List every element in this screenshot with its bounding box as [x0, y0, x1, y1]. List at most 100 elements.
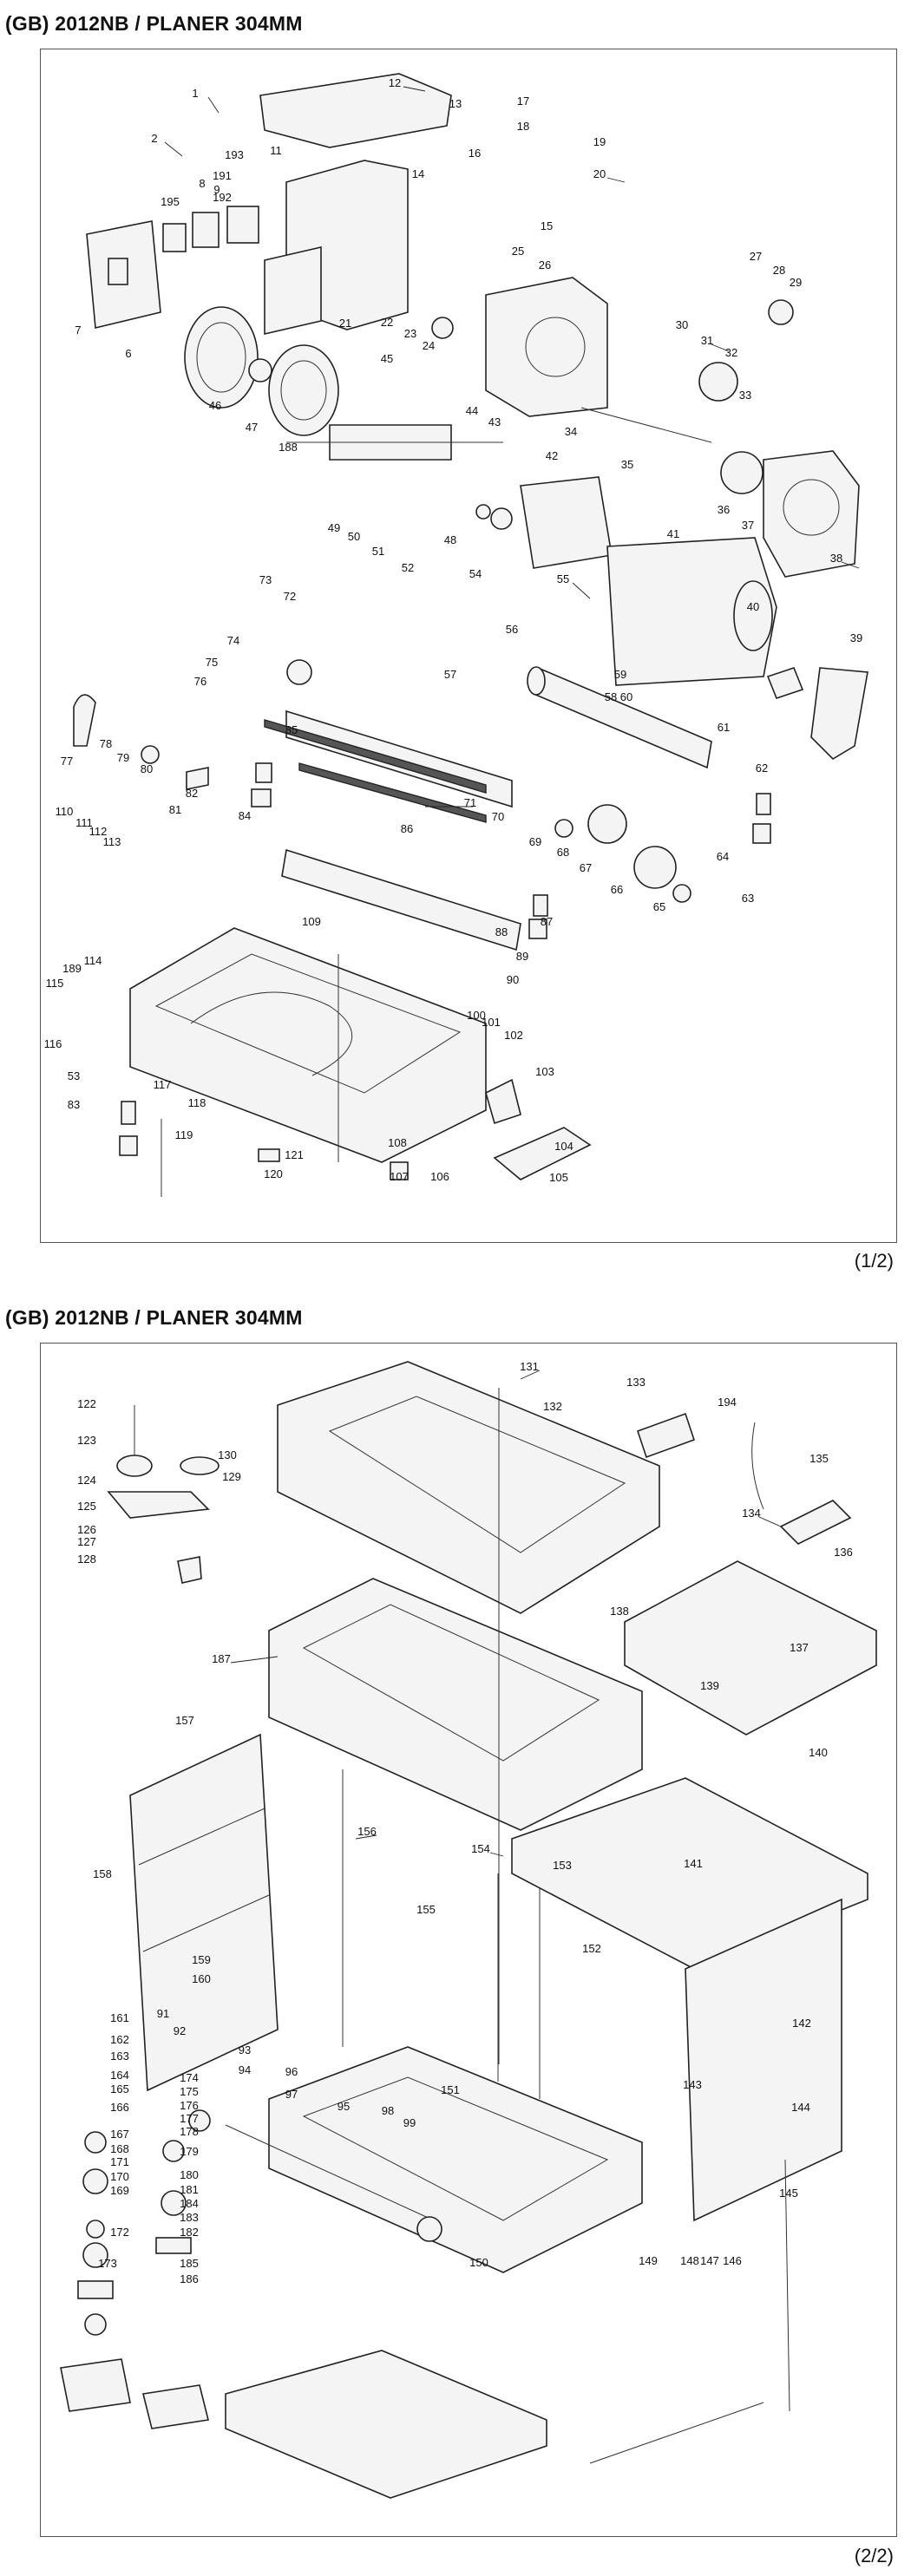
part-callout: 35 — [621, 458, 633, 471]
part-callout: 1 — [192, 87, 198, 100]
part-callout: 17 — [517, 95, 529, 108]
part-callout: 14 — [412, 167, 424, 180]
part-callout: 25 — [512, 245, 524, 258]
part-callout: 172 — [110, 2226, 129, 2239]
part-callout: 136 — [834, 1546, 853, 1559]
part-callout: 166 — [110, 2101, 129, 2114]
part-callout: 76 — [194, 675, 206, 688]
part-callout: 89 — [516, 950, 528, 963]
base-frame — [129, 927, 487, 1163]
part-callout: 103 — [535, 1065, 554, 1078]
part-callout: 34 — [565, 425, 577, 438]
part-callout: 61 — [718, 721, 730, 734]
part-callout: 64 — [717, 850, 729, 863]
part-callout: 78 — [100, 737, 112, 750]
page1-artwork — [73, 73, 868, 1197]
sprocket-99 — [416, 2216, 442, 2242]
part-callout: 132 — [543, 1400, 562, 1413]
part-callout: 185 — [180, 2257, 199, 2270]
part-callout: 90 — [507, 973, 519, 986]
part-callout: 151 — [441, 2083, 460, 2096]
gear-24 — [431, 317, 454, 339]
bearing-69 — [554, 819, 573, 838]
part-callout: 87 — [541, 915, 553, 928]
part-callout: 188 — [279, 441, 298, 454]
part-callout: 104 — [554, 1140, 573, 1153]
part-callout: 81 — [169, 803, 181, 816]
part-callout: 21 — [339, 317, 351, 330]
part-callout: 108 — [388, 1136, 407, 1149]
gear-176 — [161, 2190, 187, 2216]
part-callout: 163 — [110, 2050, 129, 2063]
clip-128 — [177, 1556, 202, 1584]
part-callout: 126 — [77, 1523, 96, 1536]
part-callout: 94 — [239, 2063, 251, 2076]
gear-80 — [141, 745, 160, 764]
handle-133 — [636, 1412, 696, 1459]
part-callout: 49 — [328, 521, 340, 534]
part-callout: 65 — [653, 900, 665, 913]
part-callout: 39 — [850, 631, 862, 644]
part-callout: 2 — [151, 132, 157, 145]
part-callout: 54 — [469, 567, 482, 580]
part-callout: 177 — [180, 2112, 199, 2125]
top-cover — [259, 73, 452, 148]
part-callout: 73 — [259, 573, 272, 586]
gear-28 — [768, 299, 794, 325]
gear-36 — [720, 451, 764, 494]
gear-housing — [485, 277, 608, 417]
part-callout: 142 — [792, 2017, 811, 2030]
fan-188 — [268, 344, 339, 436]
part-callout: 170 — [110, 2170, 129, 2183]
part-callout: 59 — [614, 668, 626, 681]
part-callout: 75 — [206, 656, 218, 669]
arm-77 — [73, 694, 96, 747]
part-callout: 121 — [285, 1148, 304, 1161]
part-callout: 135 — [809, 1452, 829, 1465]
blade-71 — [298, 762, 487, 823]
part-callout: 182 — [180, 2226, 199, 2239]
part-callout: 6 — [125, 347, 131, 360]
part-callout: 158 — [93, 1867, 112, 1880]
part-callout: 134 — [742, 1507, 761, 1520]
part-callout: 145 — [779, 2187, 798, 2200]
bearing-169 — [84, 2313, 107, 2336]
part-callout: 67 — [580, 861, 592, 874]
part-callout: 86 — [401, 822, 413, 835]
motor-housing — [606, 537, 777, 686]
part-callout: 180 — [180, 2168, 199, 2181]
part-callout: 77 — [61, 755, 73, 768]
part-callout: 33 — [739, 389, 751, 402]
part-callout: 114 — [84, 954, 102, 967]
block-84 — [251, 788, 272, 807]
part-callout: 162 — [110, 2033, 129, 2046]
part-callout: 130 — [218, 1448, 237, 1461]
part-callout: 115 — [46, 977, 64, 990]
part-callout: 12 — [389, 76, 401, 89]
part-callout: 164 — [110, 2069, 129, 2082]
part-callout: 63 — [742, 892, 754, 905]
knob-123 — [116, 1455, 153, 1477]
part-callout: 43 — [488, 415, 501, 428]
part-callout: 111 — [75, 816, 93, 829]
part-callout: 52 — [402, 561, 414, 574]
part-callout: 96 — [285, 2065, 298, 2078]
part-callout: 24 — [423, 339, 435, 352]
part-callout: 42 — [546, 449, 558, 462]
part-callout: 48 — [444, 533, 456, 546]
bearing-47 — [248, 358, 272, 382]
part-callout: 118 — [188, 1096, 206, 1109]
switch-button — [108, 258, 128, 285]
part-callout: 23 — [404, 327, 416, 340]
part-callout: 131 — [520, 1360, 539, 1373]
part-callout: 28 — [773, 264, 785, 277]
bracket-180 — [155, 2237, 192, 2254]
part-callout: 189 — [62, 962, 82, 975]
bracket-167 — [77, 2280, 114, 2299]
part-callout: 112 — [89, 825, 108, 838]
part-callout: 53 — [68, 1069, 80, 1082]
washer-130 — [180, 1456, 220, 1475]
part-callout: 38 — [830, 552, 842, 565]
part-callout: 107 — [390, 1170, 409, 1183]
lever-102 — [485, 1078, 521, 1125]
